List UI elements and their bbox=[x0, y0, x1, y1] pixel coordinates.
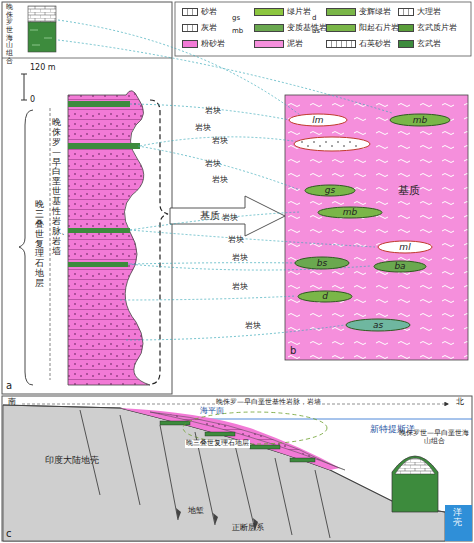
legend-text: 玄武岩 bbox=[417, 38, 441, 49]
text-label: 岩块 bbox=[212, 176, 228, 185]
text-label: 北 bbox=[456, 398, 464, 407]
legend-text: 粉砂岩 bbox=[201, 38, 225, 49]
text-label: 岩块 bbox=[205, 107, 221, 116]
vertical-label: 晚三叠世复理石地层 bbox=[35, 200, 44, 289]
vertical-label: 晚侏罗—早白垩世基性岩脉、岩墙 bbox=[52, 118, 61, 256]
legend-text: 泥岩 bbox=[287, 38, 303, 49]
block-label: lm bbox=[288, 113, 348, 127]
legend-swatch bbox=[326, 8, 356, 16]
text-label: 印度大陆地壳 bbox=[45, 456, 99, 466]
legend-swatch bbox=[398, 40, 414, 48]
legend-item: 绿片岩 bbox=[254, 6, 311, 17]
legend-swatch bbox=[254, 40, 284, 48]
legend-item: 玄武质片岩 bbox=[398, 22, 457, 33]
legend-item: 泥岩 bbox=[254, 38, 303, 49]
legend-item: 玄武岩 bbox=[398, 38, 441, 49]
text-label: 海平面 bbox=[200, 407, 224, 416]
rock-block: ba bbox=[373, 260, 427, 273]
text-label: 岩块 bbox=[232, 254, 248, 263]
legend-swatch bbox=[326, 24, 356, 32]
legend-text: 灰岩 bbox=[201, 22, 217, 33]
text-label: 岩块 bbox=[232, 283, 248, 292]
text-label: b bbox=[290, 345, 296, 356]
text-label: 基质 bbox=[398, 185, 420, 197]
text-label: 南 bbox=[8, 398, 16, 407]
legend-item: 砂岩 bbox=[182, 6, 217, 17]
legend-item: 粉砂岩 bbox=[182, 38, 225, 49]
text-label: 岩块 bbox=[212, 137, 228, 146]
legend-item: 灰岩 bbox=[182, 22, 217, 33]
legend-swatch bbox=[326, 40, 356, 48]
text-label: gs bbox=[232, 15, 240, 23]
legend-text: 变质基性岩 bbox=[287, 22, 327, 33]
legend-item: 变质基性岩 bbox=[254, 22, 327, 33]
text-label: 晚侏罗—早白垩世基性岩脉，岩墙 bbox=[215, 399, 322, 407]
legend-text: 阳起石片岩 bbox=[359, 22, 399, 33]
legend-swatch bbox=[254, 24, 284, 32]
legend-text: 砂岩 bbox=[201, 6, 217, 17]
block-label: d bbox=[297, 290, 353, 303]
block-label: bs bbox=[294, 256, 350, 270]
legend-swatch bbox=[182, 40, 198, 48]
rock-block: gs bbox=[304, 184, 356, 197]
text-label: 晚三叠世复理石地层 bbox=[185, 440, 250, 448]
text-label: 0 bbox=[30, 96, 35, 105]
block-label: ba bbox=[373, 260, 427, 273]
legend-text: 绿片岩 bbox=[287, 6, 311, 17]
rock-block: as bbox=[345, 318, 411, 332]
text-label: 岩块 bbox=[228, 236, 244, 245]
legend-swatch bbox=[182, 8, 198, 16]
text-label: 正断层系 bbox=[232, 524, 264, 533]
legend-swatch bbox=[398, 8, 414, 16]
text-label: 120 m bbox=[30, 64, 56, 73]
rock-block: mb bbox=[389, 113, 451, 127]
text-label: 岩块 bbox=[205, 160, 221, 169]
block-label: gs bbox=[304, 184, 356, 197]
text-label: 岩块 bbox=[222, 214, 238, 223]
rock-block: lm bbox=[288, 113, 348, 127]
block-label: as bbox=[345, 318, 411, 332]
block-label: ml bbox=[377, 240, 433, 254]
legend-text: 玄武质片岩 bbox=[417, 22, 457, 33]
text-label: 岩块 bbox=[245, 322, 261, 331]
vertical-label: 晚侏罗世海山组合 bbox=[6, 4, 13, 66]
block-label: mb bbox=[317, 206, 383, 219]
legend-item: 阳起石片岩 bbox=[326, 22, 399, 33]
vertical-label: 洋壳 bbox=[453, 508, 462, 528]
legend-text: 变辉绿岩 bbox=[359, 6, 391, 17]
legend-swatch bbox=[254, 8, 284, 16]
legend-swatch bbox=[398, 24, 414, 32]
text-label: mb bbox=[232, 28, 243, 36]
text-label: 基质 bbox=[200, 210, 220, 221]
legend-swatch bbox=[182, 24, 198, 32]
rock-block: mb bbox=[317, 206, 383, 219]
legend-item: 石英砂岩 bbox=[326, 38, 391, 49]
text-label: d bbox=[312, 15, 316, 23]
legend-item: 变辉绿岩 bbox=[326, 6, 391, 17]
legend-text: 石英砂岩 bbox=[359, 38, 391, 49]
rock-block: ml bbox=[377, 240, 433, 254]
rock-block: d bbox=[297, 290, 353, 303]
text-label: a bbox=[6, 380, 12, 391]
legend-text: 大理岩 bbox=[417, 6, 441, 17]
legend-item: 大理岩 bbox=[398, 6, 441, 17]
text-label: 岩块 bbox=[195, 124, 211, 133]
rock-block: bs bbox=[294, 256, 350, 270]
text-label: 地堑 bbox=[188, 507, 204, 516]
text-label: 晚侏罗世—早白垩世海山组合 bbox=[398, 430, 470, 445]
block-label: mb bbox=[389, 113, 451, 127]
text-label: c bbox=[6, 528, 12, 539]
